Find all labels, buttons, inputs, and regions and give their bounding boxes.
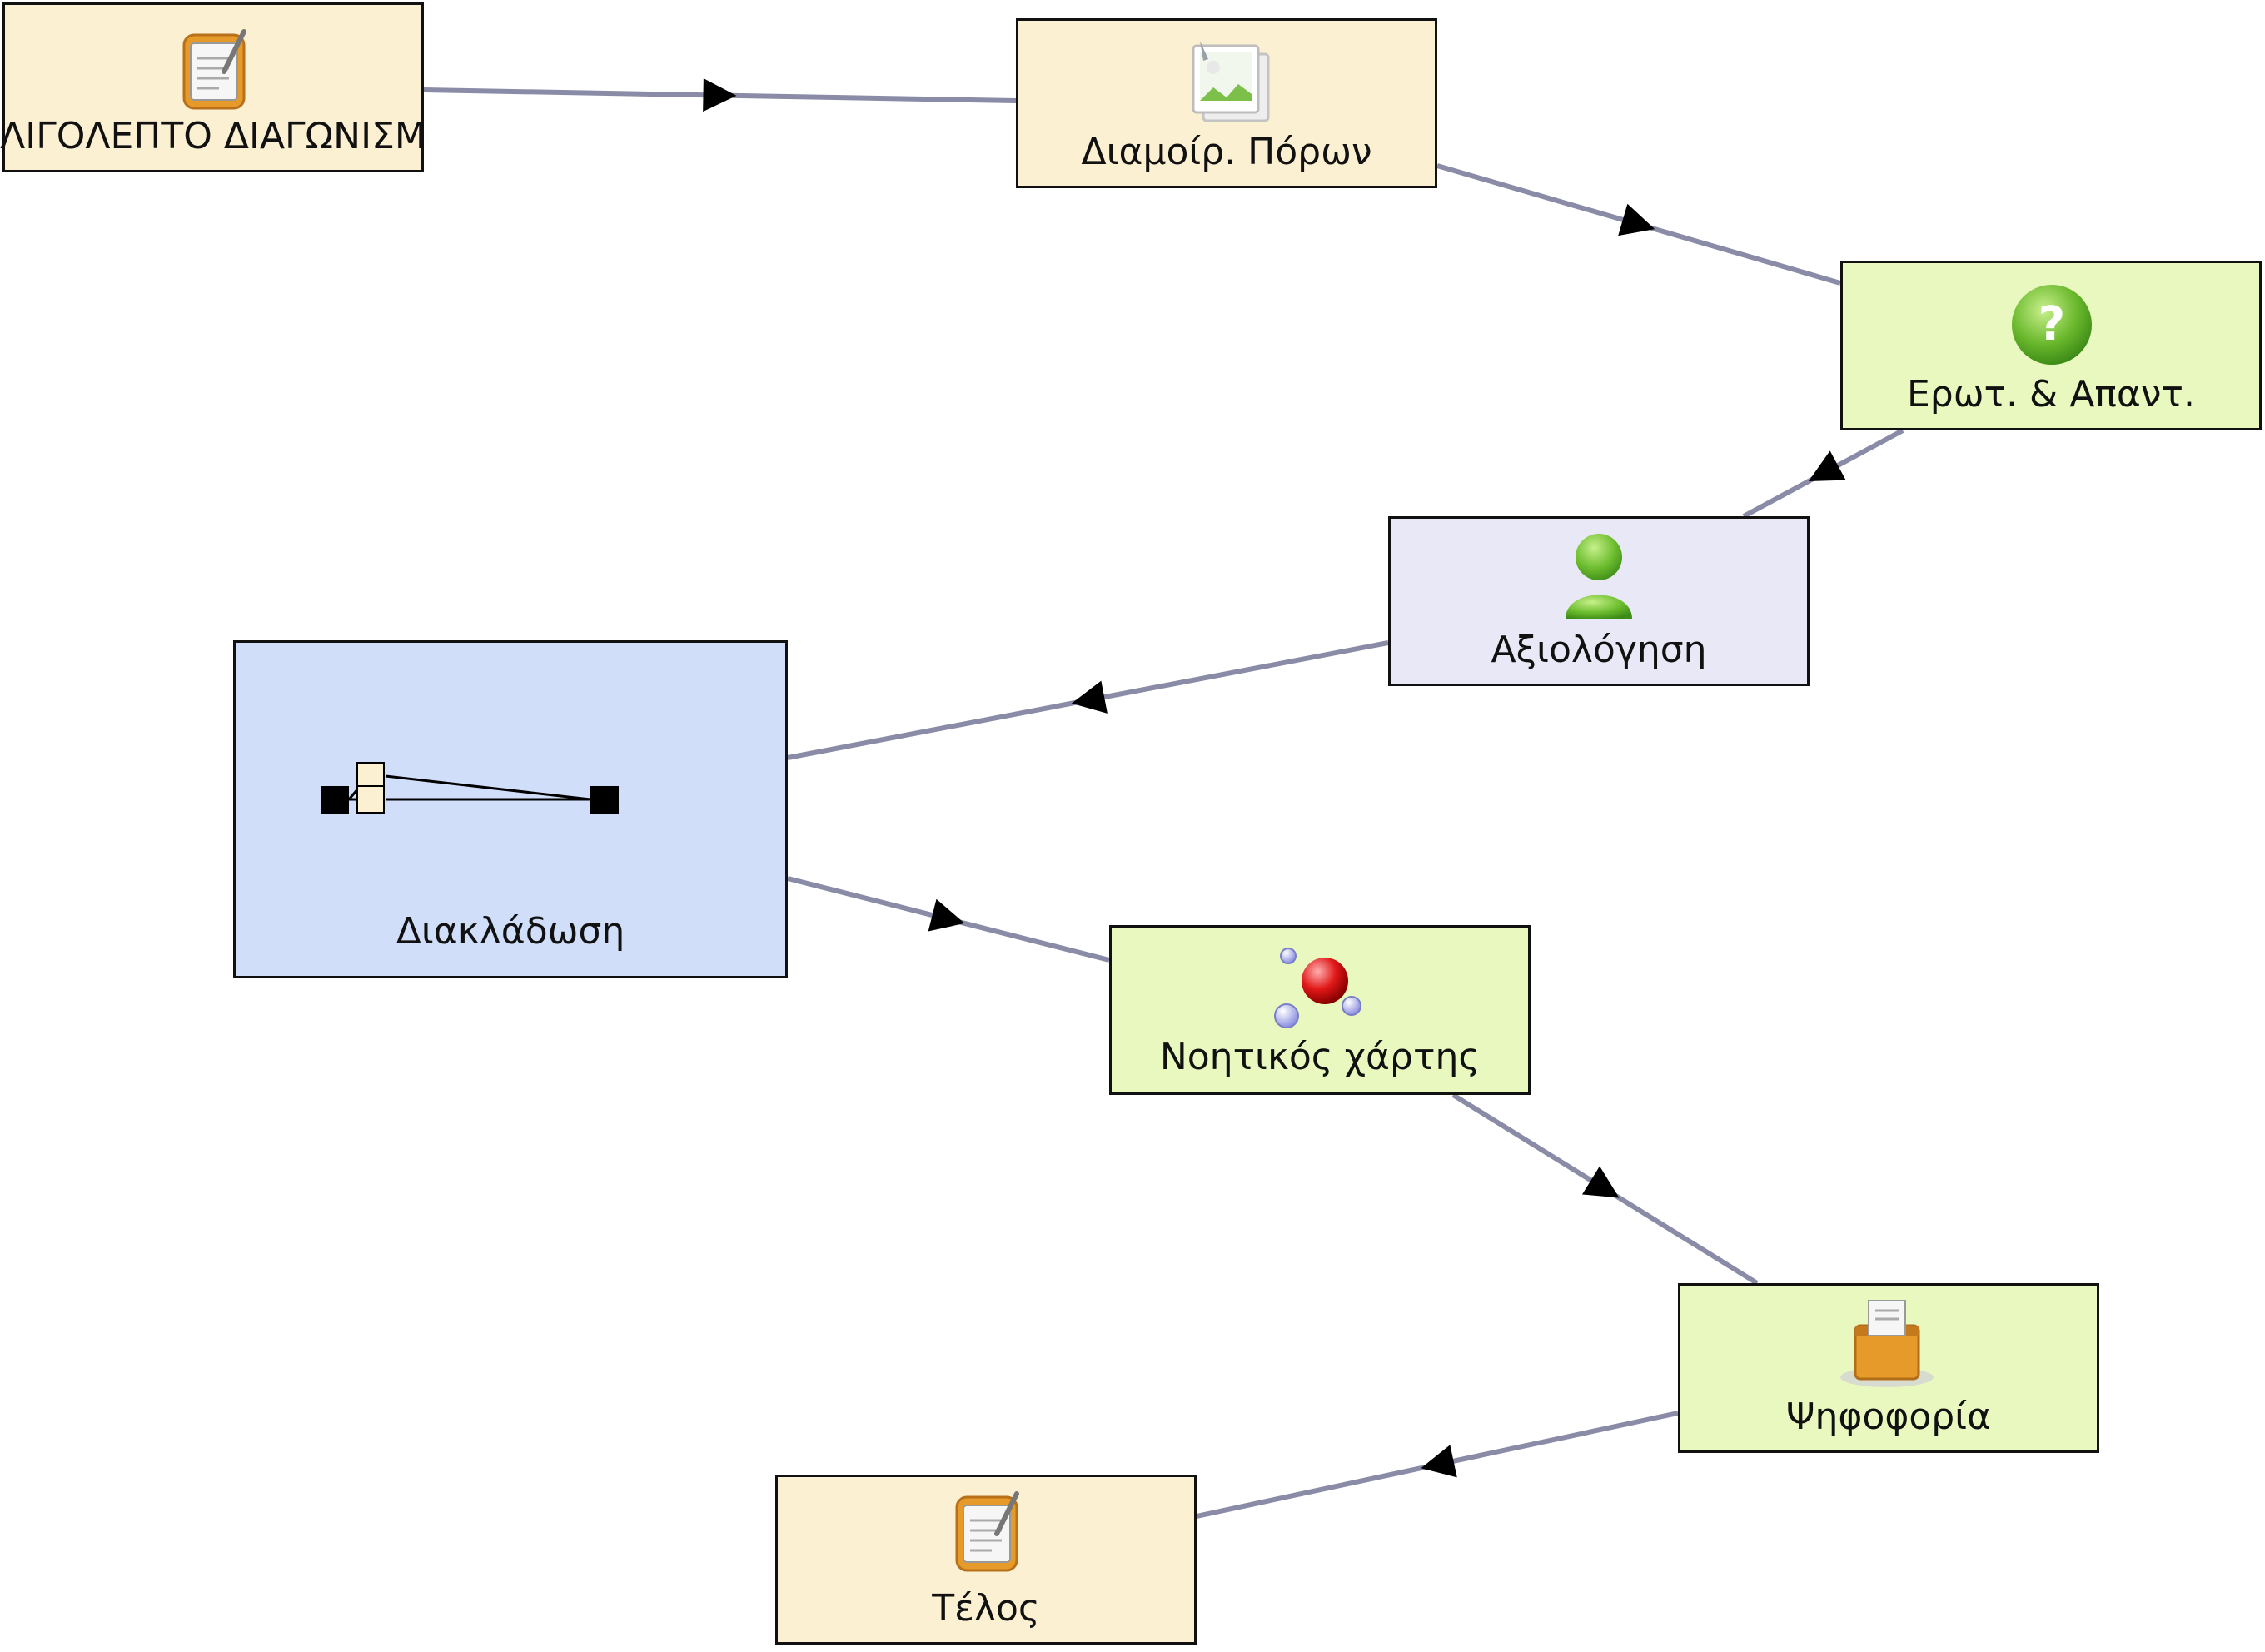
activity-node-mind-map[interactable]: Νοητικός χάρτης xyxy=(1109,925,1531,1095)
edge-arrowhead-mindmap-to-voting xyxy=(1581,1166,1620,1198)
activity-node-start[interactable]: ΛΙΓΟΛΕΠΤΟ ΔΙΑΓΩΝΙΣΜ xyxy=(0,2,426,172)
activity-node-assessment[interactable]: Αξιολόγηση xyxy=(1388,516,1810,686)
node-label: Διακλάδωση xyxy=(396,910,625,953)
question-icon: ? xyxy=(2009,281,2095,371)
edge-arrowhead-branching-to-mindmap xyxy=(928,898,965,932)
ballot-box-icon xyxy=(1837,1297,1937,1394)
node-label: Ψηφοφορία xyxy=(1785,1396,1992,1438)
edge-arrowhead-start-to-resources xyxy=(703,78,737,112)
image-share-icon xyxy=(1183,34,1275,129)
node-label: Νοητικός χάρτης xyxy=(1159,1036,1481,1078)
edge-arrowhead-resources-to-qa xyxy=(1618,203,1655,236)
node-label: Τέλος xyxy=(932,1587,1040,1630)
node-label: ΛΙΓΟΛΕΠΤΟ ΔΙΑΓΩΝΙΣΜ xyxy=(0,115,426,157)
branch-icon xyxy=(319,726,635,829)
user-icon xyxy=(1557,529,1640,625)
activity-node-questions-answers[interactable]: ? Ερωτ. & Απαντ. xyxy=(1840,261,2262,430)
clipboard-icon xyxy=(176,28,252,115)
activity-node-end[interactable]: Τέλος xyxy=(775,1475,1197,1645)
edge-arrowhead-qa-to-assessment xyxy=(1808,450,1846,481)
node-label: Διαμοίρ. Πόρων xyxy=(1081,131,1372,173)
edge-arrowhead-voting-to-end xyxy=(1421,1445,1457,1478)
edge-arrowhead-assessment-to-branching xyxy=(1071,680,1108,714)
clipboard-icon xyxy=(948,1490,1025,1577)
svg-text:?: ? xyxy=(2038,297,2065,351)
activity-node-voting[interactable]: Ψηφοφορία xyxy=(1678,1283,2099,1453)
activity-node-resource-sharing[interactable]: Διαμοίρ. Πόρων xyxy=(1016,18,1437,188)
node-label: Αξιολόγηση xyxy=(1491,629,1707,671)
activity-node-branching[interactable]: Διακλάδωση xyxy=(233,640,788,978)
node-label: Ερωτ. & Απαντ. xyxy=(1907,373,2195,415)
mindmap-icon xyxy=(1270,944,1370,1039)
